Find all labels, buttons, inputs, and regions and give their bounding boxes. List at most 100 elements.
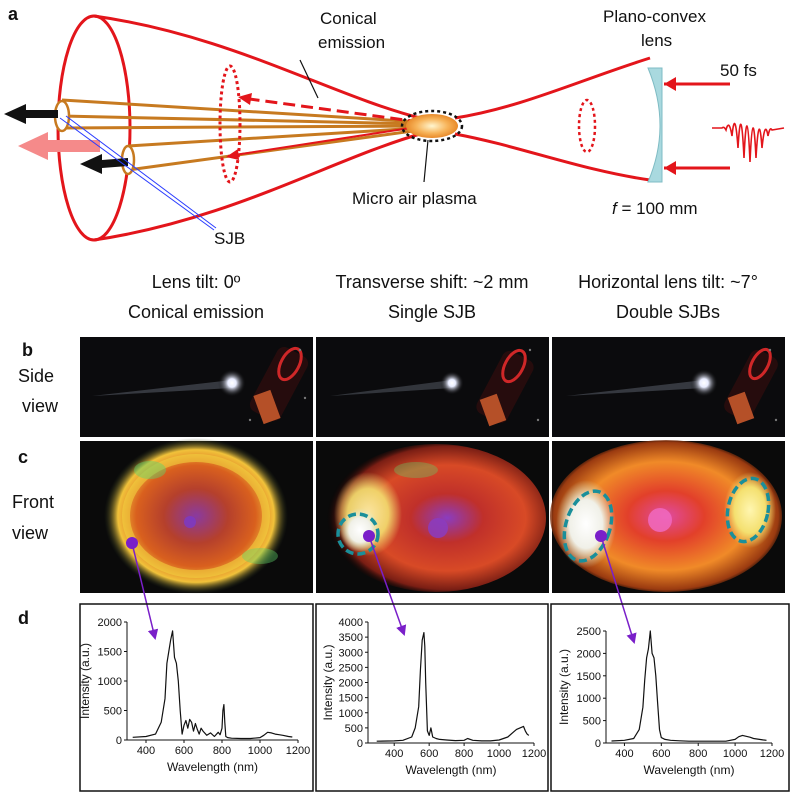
y-axis-title: Intensity (a.u.)	[78, 643, 92, 719]
conical-emission-label-2: emission	[318, 33, 385, 52]
sjb-rays	[61, 98, 421, 172]
x-tick-label: 800	[455, 748, 473, 760]
column-headers: Lens tilt: 0º Conical emission Transvers…	[128, 272, 758, 322]
x-axis-title: Wavelength (nm)	[406, 763, 497, 777]
y-tick-label: 0	[116, 735, 122, 747]
front-view-label-2: view	[12, 523, 49, 543]
y-axis-title: Intensity (a.u.)	[557, 649, 571, 725]
x-tick-label: 1200	[522, 748, 546, 760]
micro-air-plasma	[406, 114, 458, 138]
spectrum-line	[376, 632, 530, 742]
y-tick-label: 500	[583, 716, 601, 728]
pulse-duration-label: 50 fs	[720, 61, 757, 80]
spectrum-chart-3: 400 600 800 1000 1200 0 500 1000 1500 2000 2500Wav…	[557, 626, 784, 777]
x-tick-label: 1000	[248, 745, 272, 757]
column-2-title-1: Transverse shift: ~2 mm	[336, 272, 529, 292]
y-tick-label: 1000	[98, 676, 122, 688]
y-tick-label: 0	[595, 738, 601, 750]
measurement-arrow-1	[131, 542, 159, 641]
y-tick-label: 2000	[98, 617, 122, 629]
focal-length-label: f = 100 mm	[612, 199, 698, 218]
x-axis-title: Wavelength (nm)	[644, 763, 735, 777]
y-tick-label: 3500	[339, 632, 363, 644]
x-tick-label: 800	[689, 748, 707, 760]
y-tick-label: 2000	[577, 648, 601, 660]
cone-inner-ray	[227, 127, 411, 157]
conical-emission-arrow	[241, 96, 421, 124]
column-1-title-1: Lens tilt: 0º	[152, 272, 241, 292]
y-tick-label: 1000	[577, 693, 601, 705]
y-tick-label: 1500	[339, 693, 363, 705]
front-photo-2	[316, 441, 549, 593]
column-3-title-2: Double SJBs	[616, 302, 720, 322]
x-tick-label: 600	[175, 745, 193, 757]
side-view-label-1: Side	[18, 366, 54, 386]
y-tick-label: 1500	[98, 647, 122, 659]
y-tick-label: 2500	[577, 626, 601, 638]
x-tick-label: 600	[652, 748, 670, 760]
side-view-label-2: view	[22, 396, 59, 416]
y-tick-label: 2000	[339, 678, 363, 690]
fs-pulse-waveform	[712, 122, 785, 163]
column-1-title-2: Conical emission	[128, 302, 264, 322]
y-axis-title: Intensity (a.u.)	[321, 644, 335, 720]
conical-label-leader	[299, 59, 319, 99]
panel-b: b Side view	[18, 337, 785, 437]
beam-cross-section-right	[577, 98, 597, 154]
y-tick-label: 0	[357, 738, 363, 750]
x-tick-label: 400	[385, 748, 403, 760]
x-tick-label: 1200	[760, 748, 784, 760]
sjb-leader-2	[65, 115, 217, 229]
sjb-dashed-ring-single	[336, 512, 380, 556]
measurement-arrow-3	[600, 535, 637, 645]
focusing-beam	[454, 56, 730, 182]
front-view-label-1: Front	[12, 492, 54, 512]
beam-cross-section-left	[218, 64, 242, 184]
plasma-dashed-outline	[400, 109, 464, 143]
front-photo-3	[550, 440, 785, 593]
lens-label-2: lens	[641, 31, 672, 50]
spectrum-line	[132, 630, 293, 740]
x-tick-label: 1000	[723, 748, 747, 760]
spectrum-frame-1	[79, 603, 314, 792]
spectrum-chart-2: 400 600 800 1000 1200 0 500 1000 1500 2000 2500 300…	[321, 617, 546, 777]
x-tick-label: 800	[213, 745, 231, 757]
black-output-arrow-left	[4, 104, 58, 124]
panel-a-letter: a	[8, 4, 19, 24]
lens-label-1: Plano-convex	[603, 7, 707, 26]
spectrum-line	[611, 630, 767, 742]
y-tick-label: 500	[104, 706, 122, 718]
panel-a: a	[4, 4, 785, 248]
side-photo-2	[316, 337, 549, 437]
spectrum-frame-2	[315, 603, 549, 792]
column-3-title-1: Horizontal lens tilt: ~7°	[578, 272, 758, 292]
panel-c-letter: c	[18, 447, 28, 467]
side-photo-1	[80, 337, 313, 437]
sjb-leader-1	[59, 117, 215, 231]
front-photo-1	[80, 438, 313, 594]
sjb-label: SJB	[214, 229, 245, 248]
y-tick-label: 1500	[577, 671, 601, 683]
y-tick-label: 1000	[339, 708, 363, 720]
panel-c: c Front view	[12, 438, 785, 645]
sjb-dashed-ring-double-right	[725, 476, 771, 544]
y-tick-label: 4000	[339, 617, 363, 629]
spectrum-frame-3	[550, 603, 790, 792]
plasma-label-leader	[423, 139, 429, 183]
plano-convex-lens-shape	[647, 67, 663, 183]
measurement-arrow-2	[368, 535, 407, 636]
y-tick-label: 3000	[339, 647, 363, 659]
panel-b-letter: b	[22, 340, 33, 360]
x-tick-label: 600	[420, 748, 438, 760]
x-tick-label: 400	[615, 748, 633, 760]
panel-d: d 400 600 800 1000 1200 0 500 1000 1500 2000Wavel…	[18, 603, 790, 792]
y-tick-label: 500	[345, 723, 363, 735]
y-tick-label: 2500	[339, 662, 363, 674]
x-tick-label: 400	[137, 745, 155, 757]
pink-output-arrow	[18, 132, 100, 160]
x-tick-label: 1000	[487, 748, 511, 760]
panel-d-letter: d	[18, 608, 29, 628]
x-axis-title: Wavelength (nm)	[167, 760, 258, 774]
